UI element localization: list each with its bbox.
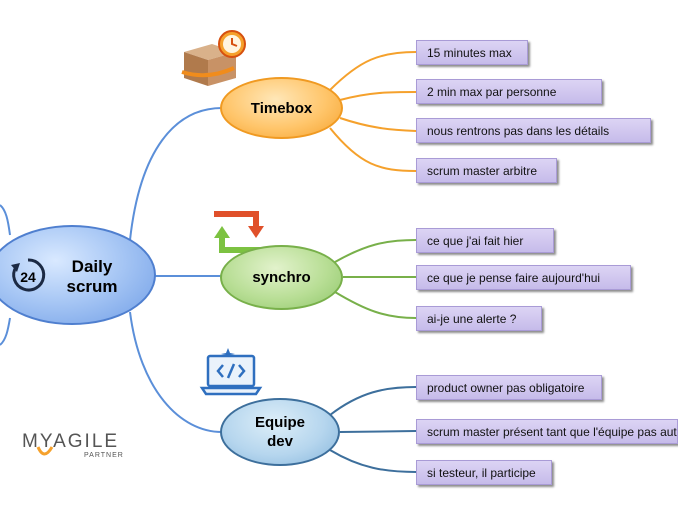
central-node-title: Daily scrum	[62, 257, 122, 297]
logo-swoosh-icon	[36, 446, 54, 456]
connector-synchro-1	[334, 239, 417, 263]
connector-offscreen-upper	[0, 204, 11, 236]
central-title-line1: Daily	[71, 257, 113, 276]
central-node-daily-scrum[interactable]: 24 Daily scrum	[0, 225, 156, 325]
connector-offscreen-lower	[0, 317, 11, 346]
branch-node-equipe-dev[interactable]: Equipe dev	[220, 398, 340, 466]
leaf-equipe-1[interactable]: product owner pas obligatoire	[416, 375, 602, 400]
connector-equipe-1	[329, 386, 417, 416]
branch-label-synchro: synchro	[252, 269, 311, 286]
leaf-timebox-2[interactable]: 2 min max par personne	[416, 79, 602, 104]
leaf-timebox-1[interactable]: 15 minutes max	[416, 40, 528, 65]
branch-label-equipe-line2: dev	[267, 433, 293, 450]
central-title-line2: scrum	[66, 277, 118, 296]
leaf-timebox-3[interactable]: nous rentrons pas dans les détails	[416, 118, 651, 143]
branch-node-synchro[interactable]: synchro	[220, 245, 343, 310]
leaf-timebox-4[interactable]: scrum master arbitre	[416, 158, 557, 183]
branch-node-timebox[interactable]: Timebox	[220, 77, 343, 139]
branch-label-equipe-line1: Equipe	[254, 414, 305, 431]
branch-label-timebox: Timebox	[250, 99, 313, 117]
connector-timebox-4	[329, 127, 417, 172]
leaf-equipe-2[interactable]: scrum master présent tant que l'équipe p…	[416, 419, 678, 444]
connector-central-equipe	[129, 311, 223, 433]
logo-sub-text: PARTNER	[84, 452, 124, 459]
myagile-partner-logo: MYAGILE PARTNER	[22, 431, 124, 463]
laptop-code-icon	[198, 346, 264, 398]
connector-timebox-1	[329, 51, 417, 91]
connector-synchro-3	[334, 291, 417, 319]
connector-central-timebox	[129, 107, 223, 241]
leaf-synchro-2[interactable]: ce que je pense faire aujourd'hui	[416, 265, 631, 290]
connector-timebox-3	[339, 117, 417, 132]
24h-clock-icon: 24	[8, 255, 48, 295]
leaf-synchro-1[interactable]: ce que j'ai fait hier	[416, 228, 554, 253]
connector-equipe-2	[339, 430, 417, 433]
connector-timebox-2	[339, 91, 417, 101]
box-clock-icon	[178, 30, 250, 92]
clock-24-label: 24	[20, 269, 36, 285]
leaf-synchro-3[interactable]: ai-je une alerte ?	[416, 306, 542, 331]
connector-equipe-3	[329, 449, 417, 473]
logo-main-text: MYAGILE	[22, 431, 120, 452]
leaf-equipe-3[interactable]: si testeur, il participe	[416, 460, 552, 485]
